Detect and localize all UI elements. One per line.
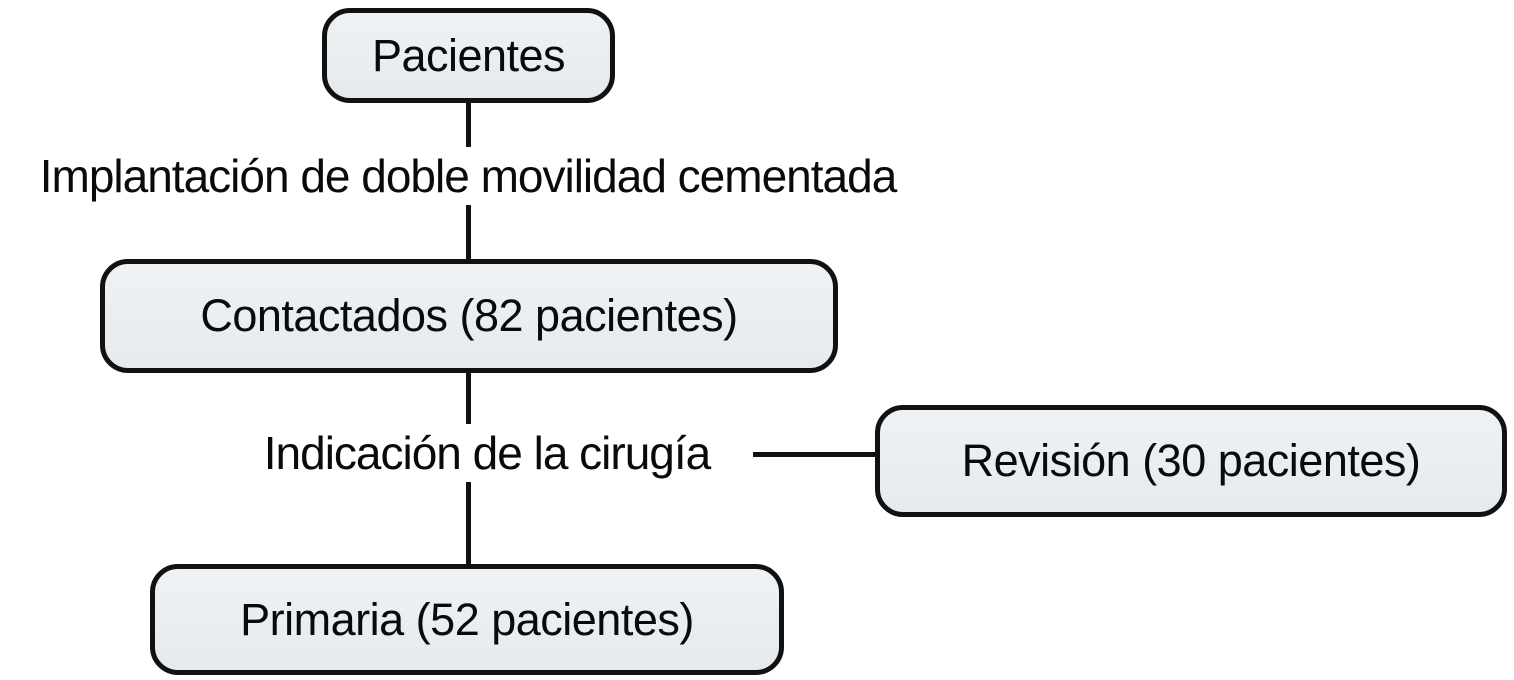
node-pacientes: Pacientes: [322, 8, 615, 103]
edge-label-indicacion: Indicación de la cirugía: [259, 424, 715, 482]
edge-label-implantacion: Implantación de doble movilidad cementad…: [35, 147, 901, 205]
node-contactados: Contactados (82 pacientes): [100, 259, 838, 373]
node-revision: Revisión (30 pacientes): [875, 405, 1507, 517]
node-pacientes-label: Pacientes: [371, 29, 566, 81]
node-primaria-label: Primaria (52 pacientes): [240, 593, 694, 645]
connector-indicacion-revision: [753, 452, 878, 457]
node-primaria: Primaria (52 pacientes): [150, 564, 784, 675]
node-revision-label: Revisión (30 pacientes): [961, 435, 1421, 486]
node-contactados-label: Contactados (82 pacientes): [200, 290, 738, 341]
